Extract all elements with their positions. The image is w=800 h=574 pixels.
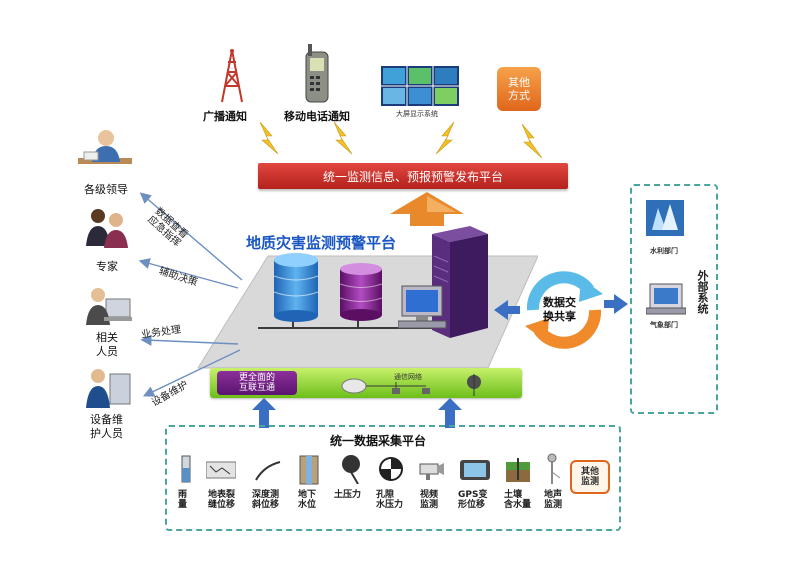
external-systems-box <box>630 184 718 414</box>
camera-icon <box>418 460 446 484</box>
user-arrow-lines <box>138 192 243 397</box>
sensor-label-gps: GPS变 形位移 <box>458 490 488 510</box>
external-systems-title: 外部系统 <box>696 270 709 314</box>
collection-up-arrows <box>252 398 462 428</box>
interconnect-label: 更全面的 互联互通 <box>238 373 275 393</box>
water-department-icon <box>646 200 684 240</box>
mobile-phone-icon <box>304 44 332 104</box>
data-exchange-label: 数据交 换共享 <box>543 296 576 323</box>
pore-pressure-icon <box>378 456 404 486</box>
expert-icon <box>84 206 134 254</box>
sensor-label-video: 视频 监测 <box>420 490 439 510</box>
crack-displacement-icon <box>205 458 237 486</box>
water-department-label: 水利部门 <box>650 247 678 255</box>
display-wall-icon <box>381 66 459 106</box>
exchange-cycle-icon <box>525 271 603 349</box>
acoustic-icon <box>544 452 564 490</box>
release-platform-banner: 统一监测信息、预报预警发布平台 <box>258 163 568 189</box>
gps-icon <box>458 458 492 486</box>
soil-pressure-icon <box>338 454 364 488</box>
other-monitoring-icon: 其他 监测 <box>570 460 610 494</box>
collection-platform-title: 统一数据采集平台 <box>330 434 427 448</box>
channel-broadcast-label: 广播通知 <box>203 110 247 123</box>
sensor-label-rain: 雨 量 <box>178 490 188 510</box>
other-methods-icon: 其他 方式 <box>497 67 541 111</box>
interconnect-button: 更全面的 互联互通 <box>217 371 297 395</box>
soil-moisture-icon <box>504 456 532 488</box>
groundwater-icon <box>298 454 320 490</box>
weather-department-label: 气象部门 <box>650 321 678 329</box>
leader-icon <box>78 128 132 180</box>
inclinometer-icon <box>254 460 282 486</box>
database-purple-icon <box>338 262 384 326</box>
network-label: 通信网络 <box>394 373 422 381</box>
sensor-label-pore-pressure: 孔隙 水压力 <box>376 490 404 510</box>
release-platform-label: 统一监测信息、预报预警发布平台 <box>322 169 503 184</box>
sensor-label-acoustic: 地声 监测 <box>544 490 563 510</box>
broadcast-tower-icon <box>216 48 248 104</box>
sensor-label-soil-moisture: 土壤 含水量 <box>504 490 532 510</box>
other-methods-label: 其他 方式 <box>508 76 530 102</box>
user-expert-label: 专家 <box>96 260 118 273</box>
network-diagram <box>341 374 481 396</box>
sensor-row: 雨 量 地表裂 缝位移 深度测 斜位移 地下 水位 土压力 孔隙 水压力 视频 … <box>168 450 614 526</box>
user-maintenance-label: 设备维 护人员 <box>90 413 123 440</box>
sensor-label-inclinometer: 深度测 斜位移 <box>252 490 280 510</box>
collection-platform-box <box>165 425 621 531</box>
exchange-arrows <box>494 294 628 320</box>
up-arrow-icon <box>390 192 464 226</box>
rain-gauge-icon <box>176 454 196 488</box>
weather-department-icon <box>645 282 687 320</box>
channel-mobile-label: 移动电话通知 <box>284 110 350 123</box>
main-platform-title: 地质灾害监测预警平台 <box>246 234 397 252</box>
sensor-label-other: 其他 监测 <box>580 467 599 487</box>
maintenance-icon <box>84 366 134 416</box>
channel-display-label: 大屏显示系统 <box>396 110 438 118</box>
user-leader-label: 各级领导 <box>84 183 128 196</box>
staff-icon <box>86 285 134 333</box>
sensor-label-crack: 地表裂 缝位移 <box>208 490 236 510</box>
database-blue-icon <box>272 252 320 326</box>
lightning-bolts <box>259 121 543 159</box>
computer-monitor-icon <box>397 284 448 334</box>
sensor-label-soil-pressure: 土压力 <box>334 490 362 500</box>
user-staff-label: 相关 人员 <box>96 331 118 358</box>
sensor-label-groundwater: 地下 水位 <box>298 490 317 510</box>
